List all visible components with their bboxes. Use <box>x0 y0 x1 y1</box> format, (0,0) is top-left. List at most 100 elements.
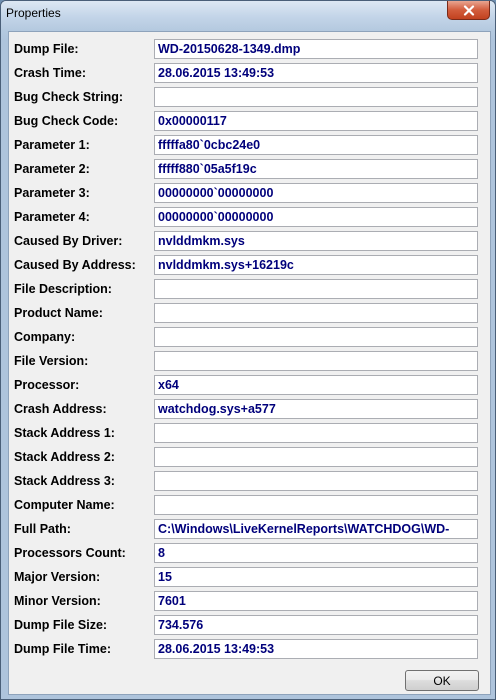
property-value-field[interactable] <box>154 87 478 107</box>
property-label: Bug Check Code: <box>14 114 119 128</box>
title-bar[interactable]: Properties <box>1 1 495 31</box>
property-row: Parameter 1: fffffa80`0cbc24e0 <box>9 134 490 158</box>
property-row: Processor: x64 <box>9 374 490 398</box>
ok-button[interactable]: OK <box>405 670 479 691</box>
property-value: nvlddmkm.sys+16219c <box>158 258 294 272</box>
property-row: Computer Name: <box>9 494 490 518</box>
property-row: Bug Check String: <box>9 86 490 110</box>
property-value-field[interactable]: 0x00000117 <box>154 111 478 131</box>
property-row: Dump File Time: 28.06.2015 13:49:53 <box>9 638 490 662</box>
property-value: fffffa80`0cbc24e0 <box>158 138 261 152</box>
property-row: Stack Address 2: <box>9 446 490 470</box>
property-row: Caused By Driver: nvlddmkm.sys <box>9 230 490 254</box>
property-row: Full Path: C:\Windows\LiveKernelReports\W… <box>9 518 490 542</box>
property-value: nvlddmkm.sys <box>158 234 245 248</box>
property-value-field[interactable] <box>154 471 478 491</box>
property-row: Parameter 2: fffff880`05a5f19c <box>9 158 490 182</box>
property-value: 0x00000117 <box>158 114 227 128</box>
property-label: Minor Version: <box>14 594 101 608</box>
property-value-field[interactable] <box>154 327 478 347</box>
property-label: Dump File Size: <box>14 618 108 632</box>
property-value: WD-20150628-1349.dmp <box>158 42 301 56</box>
property-label: Stack Address 1: <box>14 426 115 440</box>
property-value-field[interactable] <box>154 447 478 467</box>
property-label: Full Path: <box>14 522 71 536</box>
property-label: Bug Check String: <box>14 90 124 104</box>
property-row: Minor Version: 7601 <box>9 590 490 614</box>
property-label: Computer Name: <box>14 498 115 512</box>
window-title: Properties <box>6 6 61 20</box>
property-label: Parameter 1: <box>14 138 90 152</box>
property-value: fffff880`05a5f19c <box>158 162 257 176</box>
property-row: Crash Address: watchdog.sys+a577 <box>9 398 490 422</box>
property-value: 734.576 <box>158 618 204 632</box>
property-value: 8 <box>158 546 165 560</box>
property-value-field[interactable]: WD-20150628-1349.dmp <box>154 39 478 59</box>
property-label: Crash Time: <box>14 66 87 80</box>
property-value-field[interactable] <box>154 351 478 371</box>
property-label: Parameter 2: <box>14 162 90 176</box>
close-button[interactable] <box>447 1 490 20</box>
property-value-field[interactable] <box>154 423 478 443</box>
property-row: Caused By Address: nvlddmkm.sys+16219c <box>9 254 490 278</box>
property-value-field[interactable]: 00000000`00000000 <box>154 207 478 227</box>
property-row: Stack Address 3: <box>9 470 490 494</box>
property-label: Processor: <box>14 378 80 392</box>
property-label: Company: <box>14 330 76 344</box>
property-label: Caused By Driver: <box>14 234 123 248</box>
property-value-field[interactable]: 8 <box>154 543 478 563</box>
property-label: Parameter 4: <box>14 210 90 224</box>
property-value-field[interactable] <box>154 495 478 515</box>
property-row: Parameter 3: 00000000`00000000 <box>9 182 490 206</box>
property-label: Stack Address 2: <box>14 450 115 464</box>
property-value: x64 <box>158 378 179 392</box>
property-value-field[interactable]: 28.06.2015 13:49:53 <box>154 63 478 83</box>
property-row: Major Version: 15 <box>9 566 490 590</box>
property-value-field[interactable]: nvlddmkm.sys+16219c <box>154 255 478 275</box>
property-value: 00000000`00000000 <box>158 186 274 200</box>
property-label: Crash Address: <box>14 402 107 416</box>
property-value-field[interactable] <box>154 303 478 323</box>
property-value-field[interactable]: 7601 <box>154 591 478 611</box>
property-value: watchdog.sys+a577 <box>158 402 276 416</box>
property-value-field[interactable]: nvlddmkm.sys <box>154 231 478 251</box>
property-row: Dump File Size: 734.576 <box>9 614 490 638</box>
property-label: File Description: <box>14 282 112 296</box>
property-value-field[interactable]: 28.06.2015 13:49:53 <box>154 639 478 659</box>
property-label: Product Name: <box>14 306 103 320</box>
property-row: Crash Time: 28.06.2015 13:49:53 <box>9 62 490 86</box>
property-value: 7601 <box>158 594 186 608</box>
property-value-field[interactable]: watchdog.sys+a577 <box>154 399 478 419</box>
property-value-field[interactable]: 00000000`00000000 <box>154 183 478 203</box>
property-value: 00000000`00000000 <box>158 210 274 224</box>
property-row: Company: <box>9 326 490 350</box>
property-label: Caused By Address: <box>14 258 136 272</box>
property-value: 28.06.2015 13:49:53 <box>158 66 275 80</box>
property-value: 28.06.2015 13:49:53 <box>158 642 275 656</box>
property-value: 15 <box>158 570 172 584</box>
property-row: Dump File: WD-20150628-1349.dmp <box>9 38 490 62</box>
property-row: File Description: <box>9 278 490 302</box>
property-value-field[interactable]: x64 <box>154 375 478 395</box>
property-row: Parameter 4: 00000000`00000000 <box>9 206 490 230</box>
property-value-field[interactable]: fffff880`05a5f19c <box>154 159 478 179</box>
property-value-field[interactable]: 15 <box>154 567 478 587</box>
property-label: File Version: <box>14 354 89 368</box>
property-row: Stack Address 1: <box>9 422 490 446</box>
property-label: Dump File Time: <box>14 642 112 656</box>
property-row: Processors Count: 8 <box>9 542 490 566</box>
property-value-field[interactable]: fffffa80`0cbc24e0 <box>154 135 478 155</box>
property-label: Major Version: <box>14 570 101 584</box>
property-label: Dump File: <box>14 42 79 56</box>
property-row: Bug Check Code: 0x00000117 <box>9 110 490 134</box>
property-label: Parameter 3: <box>14 186 90 200</box>
property-row: File Version: <box>9 350 490 374</box>
property-value-field[interactable]: 734.576 <box>154 615 478 635</box>
property-row: Product Name: <box>9 302 490 326</box>
property-label: Stack Address 3: <box>14 474 115 488</box>
property-label: Processors Count: <box>14 546 126 560</box>
property-value-field[interactable]: C:\Windows\LiveKernelReports\WATCHDOG\WD… <box>154 519 478 539</box>
property-value-field[interactable] <box>154 279 478 299</box>
